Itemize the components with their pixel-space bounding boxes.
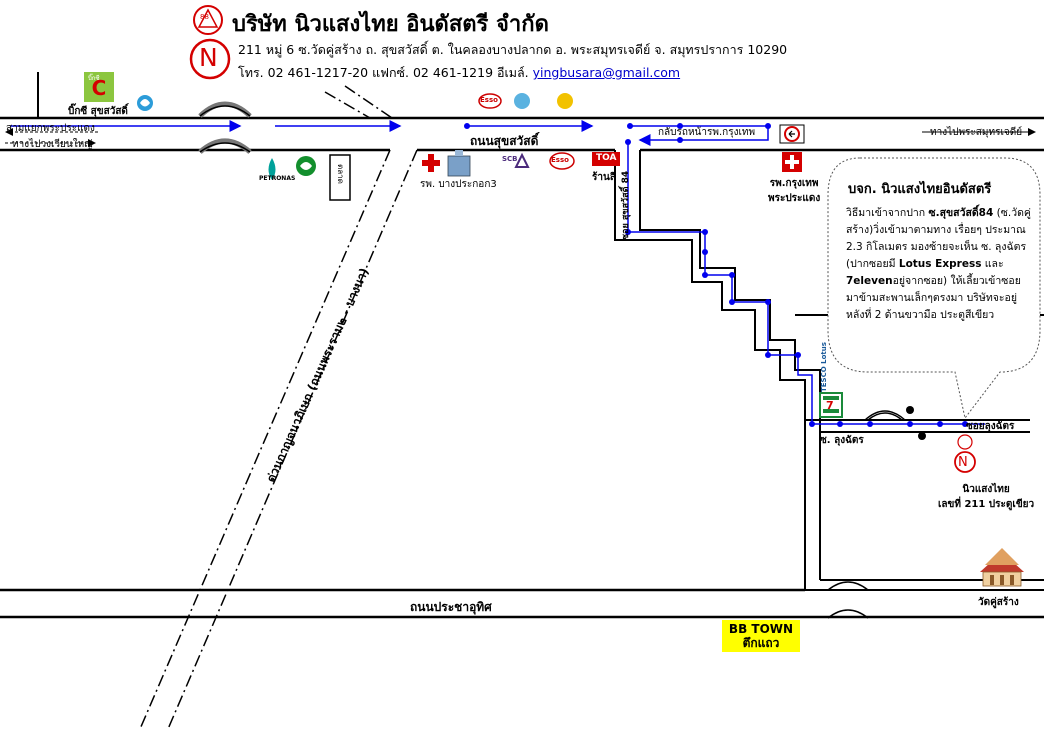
callout-title: บจก. นิวแสงไทยอินดัสตรี	[848, 182, 992, 197]
toa-logo-icon	[592, 152, 620, 166]
building-icon	[447, 150, 471, 177]
soi-lungchat-short-label: ซ. ลุงฉัตร	[820, 435, 864, 446]
to-wongwian-label: ทางไปวงเวียนใหญ่	[12, 139, 93, 150]
pracha-uthit-road-label: ถนนประชาอุทิศ	[410, 600, 492, 614]
callout-bubble	[827, 157, 1041, 420]
destination-logo-letter: N	[958, 455, 968, 470]
scb-label: SCB	[502, 155, 518, 163]
destination-label: นิวแสงไทย เลขที่ 211 ประตูเขียว	[938, 482, 1034, 512]
company-logo-n-icon	[189, 38, 231, 80]
callout-and: และ	[981, 258, 1004, 270]
market-label: ตลาด	[336, 164, 345, 184]
callout-soi-name: ซ.สุขสวัสดิ์84	[928, 207, 994, 219]
bb-town-name: BB TOWN	[728, 622, 794, 636]
company-seal-icon	[193, 5, 223, 35]
svg-text:C: C	[92, 76, 107, 100]
company-address: 211 หมู่ 6 ซ.วัดคู่สร้าง ถ. สุขสวัสดิ์ ต…	[238, 42, 788, 57]
tesco-label: TESCO Lotus	[820, 342, 828, 392]
scb-icon	[514, 152, 530, 168]
small-bridge-icon	[864, 410, 906, 421]
destination-number: เลขที่ 211 ประตูเขียว	[938, 499, 1035, 510]
esso-icon-top	[478, 93, 502, 109]
email-link[interactable]: yingbusara@gmail.com	[532, 65, 681, 80]
petronas-icon	[268, 158, 276, 180]
to-phra-samut-label: ทางไปพระสมุทรเจดีย์	[930, 127, 1023, 138]
hospital-bangkok-label: รพ.กรุงเทพ พระประแดง	[768, 176, 820, 206]
direction-arrows	[5, 128, 1036, 147]
bb-town-sub: ตึกแถว	[742, 636, 780, 650]
hospital-cross-icon	[422, 154, 440, 172]
soi-84-label: ซอย สุขสวัสดิ์ 84	[621, 170, 631, 240]
callout-line1: วิธีมาเข้าจากปาก	[846, 207, 926, 219]
esso-icon-bottom	[549, 152, 575, 170]
bb-town-label: BB TOWN ตึกแถว	[722, 620, 800, 652]
esso-bottom-label: Esso	[551, 156, 569, 164]
soi-lungchat-road	[805, 419, 1030, 433]
destination-name: นิวแสงไทย	[962, 484, 1010, 495]
suksawat-road	[0, 116, 1044, 152]
callout-line3: อยู่จากซอย) ให้เลี้ยวเข้าซอยมาข้ามสะพานเ…	[846, 275, 1021, 321]
seven-label: 7	[826, 399, 834, 412]
soi-lungchat-label: ซอยลุงฉัตร	[966, 421, 1015, 432]
suksawat-road-label: ถนนสุขสวัสดิ์	[470, 134, 539, 148]
hospital-bangkok-sub: พระประแดง	[768, 193, 821, 204]
shop-toa-label: ร้านสี	[592, 172, 616, 183]
hospital-bangkok-name: รพ.กรุงเทพ	[769, 178, 819, 189]
route-dots	[464, 123, 968, 427]
bigc-label: บิ๊กซี สุขสวัสดิ์	[68, 106, 128, 117]
to-samyaek-label: สามแยกพระประแดง	[6, 123, 95, 134]
destination-logo-icon	[954, 451, 976, 473]
contact-text: โทร. 02 461-1217-20 แฟกซ์. 02 461-1219 อ…	[238, 65, 529, 80]
bigc-logo-text: บิ๊กซี	[88, 75, 100, 82]
wat-label: วัดคู่สร้าง	[978, 597, 1019, 608]
u-turn-label: กลับรถหน้ารพ.กรุงเทพ	[658, 127, 756, 138]
toa-label: TOA	[596, 153, 617, 163]
temple-icon	[980, 548, 1024, 587]
bridge-south-icon	[827, 581, 869, 619]
landmark-dots	[906, 406, 926, 440]
logo-letter: N	[199, 43, 218, 72]
esso-top-label: Esso	[480, 96, 498, 104]
company-contact: โทร. 02 461-1217-20 แฟกซ์. 02 461-1219 อ…	[238, 63, 680, 83]
callout-body: วิธีมาเข้าจากปาก ซ.สุขสวัสดิ์84 (ซ.วัดคู…	[846, 205, 1031, 324]
bank-blue-icon	[514, 93, 530, 109]
callout-seven: 7eleven	[846, 275, 893, 287]
bank-yellow-icon	[557, 93, 573, 109]
u-turn-icon	[784, 126, 800, 142]
callout-lotus: Lotus Express	[898, 258, 982, 270]
petronas-label: PETRONAS	[259, 175, 296, 182]
u-turn-box	[779, 124, 805, 144]
callout-line2: (ซ.วัดคู่สร้าง)วิ่งเข้ามาตามทาง เรื่อยๆ …	[846, 207, 1031, 270]
seal-number: 88	[200, 13, 209, 21]
pracha-uthit-road	[0, 588, 1044, 619]
destination-seal-icon	[957, 434, 973, 450]
bigc-logo-icon	[84, 72, 114, 102]
market-box	[329, 154, 351, 201]
expressway-lines	[139, 85, 418, 729]
company-name: บริษัท นิวแสงไทย อินดัสตรี จำกัด	[232, 12, 549, 37]
hospital-bangprakok-label: รพ. บางประกอก3	[420, 179, 497, 190]
